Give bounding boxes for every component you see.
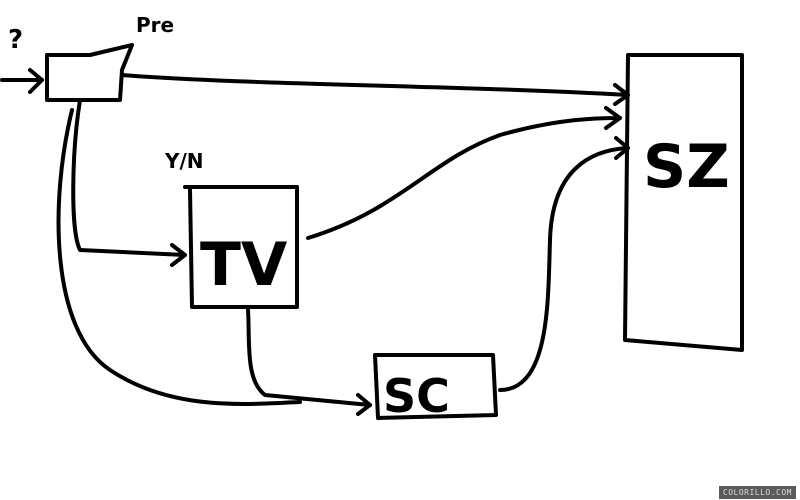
pre-label: Pre bbox=[136, 13, 174, 37]
tv-label: TV bbox=[200, 230, 288, 300]
edge-pre-tv bbox=[71, 98, 187, 267]
edge-sc-sz bbox=[498, 136, 630, 392]
edge-tv-sz bbox=[306, 106, 622, 240]
tv-box bbox=[183, 185, 299, 309]
sz-box bbox=[623, 53, 744, 352]
watermark: COLORILLO.COM bbox=[718, 486, 796, 499]
input-label: ? bbox=[8, 25, 23, 55]
sc-label: SC bbox=[383, 369, 450, 423]
edge-pre-sz bbox=[120, 73, 630, 106]
input-arrow bbox=[0, 68, 44, 94]
pre-box bbox=[45, 43, 134, 102]
sz-label: SZ bbox=[643, 132, 730, 202]
yn-label: Y/N bbox=[164, 149, 204, 173]
edge-pre-sc bbox=[56, 108, 302, 406]
sc-box bbox=[373, 353, 498, 420]
edge-tv-sc bbox=[246, 308, 372, 416]
